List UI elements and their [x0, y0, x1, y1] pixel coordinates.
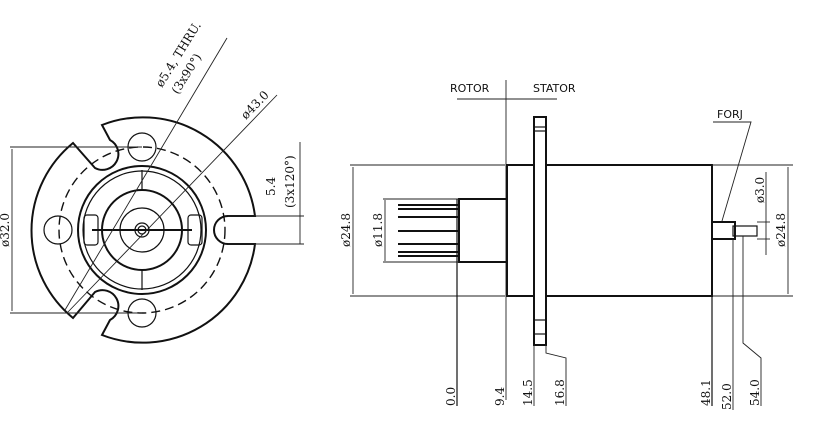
- rotor-diameter-label: ø11.8: [371, 213, 385, 247]
- fiber-shaft: [711, 221, 736, 240]
- forj-leader: [713, 121, 752, 222]
- position-label: 0.0: [444, 387, 458, 406]
- position-line: [742, 236, 762, 406]
- position-line: [545, 345, 567, 406]
- hole-leader: [64, 37, 228, 311]
- fiber-pin: [732, 225, 758, 237]
- position-label: 14.5: [521, 379, 535, 406]
- rotor-label: ROTOR: [450, 82, 490, 95]
- diameter-leader: [66, 94, 278, 314]
- forj-label: FORJ: [717, 108, 743, 121]
- front-view: ø32.0 ø5.4, THRU. (3x90°) ø43.0 5.4 (3x1…: [0, 19, 304, 344]
- mount-hole-left: [43, 215, 73, 245]
- position-label: 9.4: [493, 387, 507, 406]
- body-circle-outer: [77, 165, 207, 295]
- outer-diameter-label: ø43.0: [238, 88, 272, 122]
- position-label: 48.1: [699, 379, 713, 406]
- rotor-wires: [398, 204, 459, 257]
- position-label: 16.8: [553, 379, 567, 406]
- slot-pattern-label: (3x120°): [283, 155, 297, 208]
- body-diameter-right-label: ø24.8: [774, 213, 788, 247]
- clip-right: [187, 214, 203, 246]
- body-diameter-left-label: ø24.8: [339, 213, 353, 247]
- mount-diameter-label: ø32.0: [0, 213, 12, 247]
- slot-width-label: 5.4: [264, 177, 278, 196]
- clip-left: [83, 214, 99, 246]
- side-view: ROTOR STATOR FOR: [339, 80, 793, 410]
- position-label: 52.0: [720, 383, 734, 410]
- stator-label: STATOR: [533, 82, 576, 95]
- shaft-diameter-label: ø3.0: [753, 177, 767, 203]
- flange: [533, 116, 547, 346]
- rotor-section: [458, 198, 508, 263]
- outer-flange-outline: [30, 116, 257, 344]
- position-label: 54.0: [748, 379, 762, 406]
